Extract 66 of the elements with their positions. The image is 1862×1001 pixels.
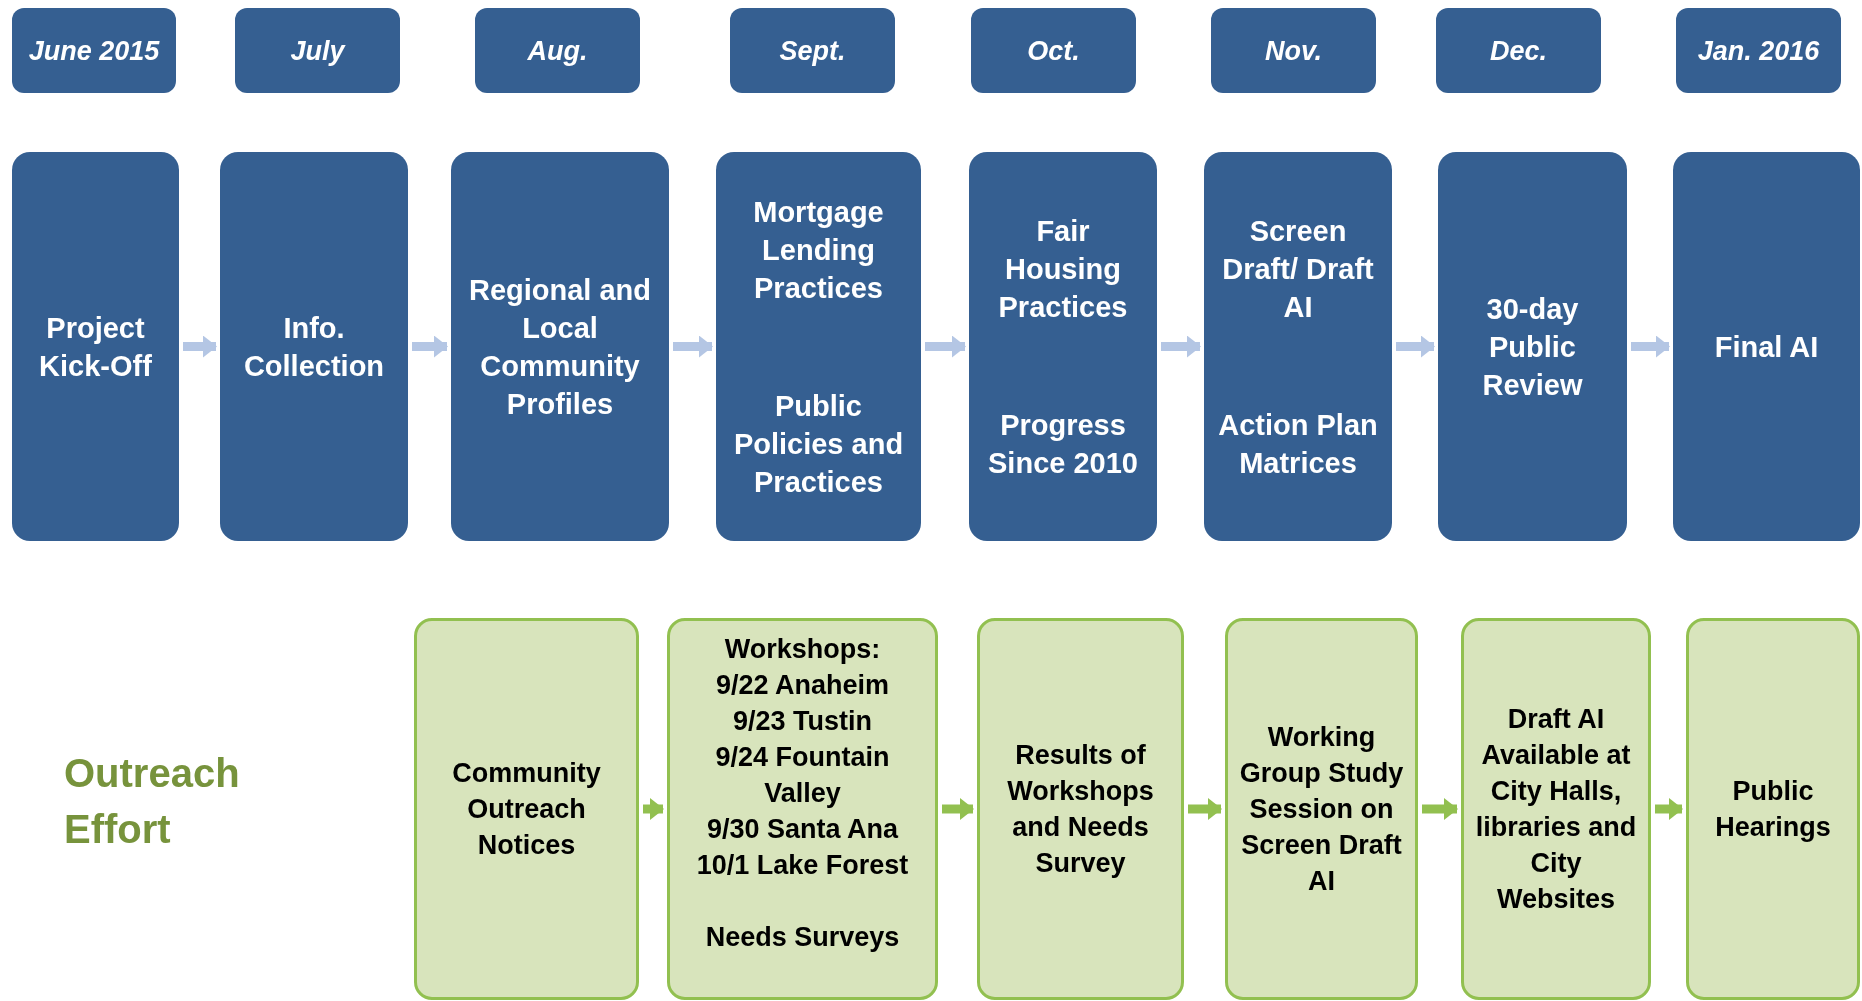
outreach-box [1686,618,1860,1000]
box-text: 10/1 Lake Forest [696,849,909,882]
month-box [12,8,176,93]
process-box [969,152,1157,541]
arrow [1188,798,1222,820]
arrow [942,798,974,820]
row-heading: Outreach Effort [64,750,241,853]
box-text: Mortgage Lending Practices [752,194,885,306]
arrow [1655,798,1683,820]
box-text: Workshops: [724,633,881,666]
process-box [220,152,408,541]
outreach-box [977,618,1184,1000]
box-text: Fair Housing Practices [997,213,1129,325]
box-text: Needs Surveys [705,921,900,954]
process-box [451,152,669,541]
arrow [412,335,448,358]
box-text: Progress Since 2010 [987,407,1139,481]
box-text: June 2015 [28,34,160,67]
box-text: Screen Draft/ Draft AI [1221,213,1375,325]
process-box [1438,152,1627,541]
box-text: 9/30 Santa Ana [706,813,899,846]
process-box [716,152,921,541]
month-box [235,8,400,93]
box-text: Results of Workshops and Needs Survey [1006,739,1155,880]
box-text: Info. Collection [242,310,386,384]
box-text: Dec. [1489,34,1547,67]
arrow [673,335,713,358]
box-text: Nov. [1265,34,1322,67]
box-text: 30-day Public Review [1481,291,1584,403]
box-text: Sept. [779,34,846,67]
month-box [1676,8,1841,93]
box-text: 9/24 Fountain Valley [714,741,891,810]
box-text: Project Kick-Off [38,310,153,384]
month-box [971,8,1136,93]
outreach-box [414,618,639,1000]
box-text: 9/23 Tustin [732,705,872,738]
box-text: Community Outreach Notices [451,757,602,862]
arrow [925,335,966,358]
box-text: Jan. 2016 [1697,34,1820,67]
box-text: 9/22 Anaheim [715,669,890,702]
process-box [1673,152,1860,541]
box-text: Oct. [1027,34,1080,67]
arrow [643,798,664,820]
month-box [1211,8,1376,93]
arrow [183,335,217,358]
arrow [1631,335,1670,358]
box-text: Working Group Study Session on Screen Draft AI [1238,721,1405,898]
month-box [475,8,640,93]
box-text: Aug. [527,34,588,67]
box-text: Public Hearings [1714,775,1832,844]
arrow [1396,335,1435,358]
box-text: Final AI [1714,329,1819,365]
arrow [1422,798,1458,820]
process-box [12,152,179,541]
box-text: Public Policies and Practices [732,388,905,500]
outreach-box [1461,618,1651,1000]
month-box [1436,8,1601,93]
outreach-box [1225,618,1418,1000]
box-text: Draft AI Available at City Halls, libraries and City Websites [1474,703,1638,916]
arrow [1161,335,1201,358]
box-text: Action Plan Matrices [1217,407,1379,481]
box-text: July [290,34,345,67]
outreach-box [667,618,938,1000]
process-box [1204,152,1392,541]
box-text: Regional and Local Community Profiles [467,272,653,422]
month-box [730,8,895,93]
